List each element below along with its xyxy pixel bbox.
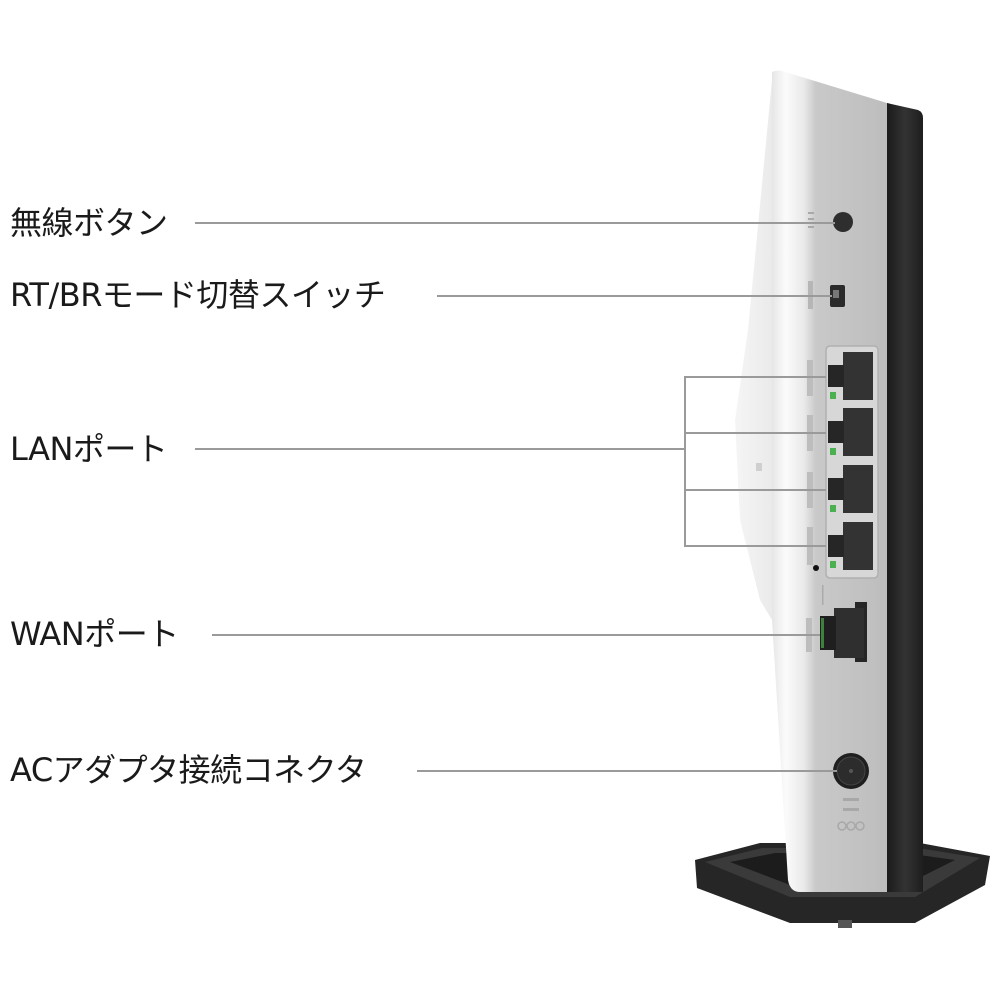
wireless-button-label: 無線ボタン [10, 204, 168, 242]
lan-port-3-branch [684, 489, 826, 491]
side-fin [735, 80, 772, 620]
router-body-black [887, 103, 923, 892]
ac-connector-leader-line [417, 770, 837, 772]
ac-connector-icon [833, 753, 869, 831]
lan-port-1-branch [684, 376, 826, 378]
lan-ports-bracket [684, 376, 686, 547]
wireless-button-icon [808, 212, 853, 232]
mode-switch-leader-line [437, 295, 832, 297]
wan-port-label: WANポート [10, 615, 179, 653]
lan-ports-leader-line [195, 448, 685, 450]
lan-port-4-icon [828, 522, 873, 570]
ac-connector-label: ACアダプタ接続コネクタ [10, 751, 367, 789]
lan-port-2-icon [828, 408, 873, 456]
lan-port-4-branch [684, 545, 826, 547]
lan-port-2-branch [684, 432, 826, 434]
lan-port-block [807, 345, 879, 605]
logo-mark [756, 463, 762, 471]
wireless-button-leader-line [195, 222, 835, 224]
lan-port-1-icon [828, 352, 873, 400]
lan-ports-label: LANポート [10, 430, 168, 468]
lan-port-3-icon [828, 465, 873, 513]
wan-port-leader-line [212, 634, 820, 636]
mode-switch-label: RT/BRモード切替スイッチ [10, 276, 386, 314]
